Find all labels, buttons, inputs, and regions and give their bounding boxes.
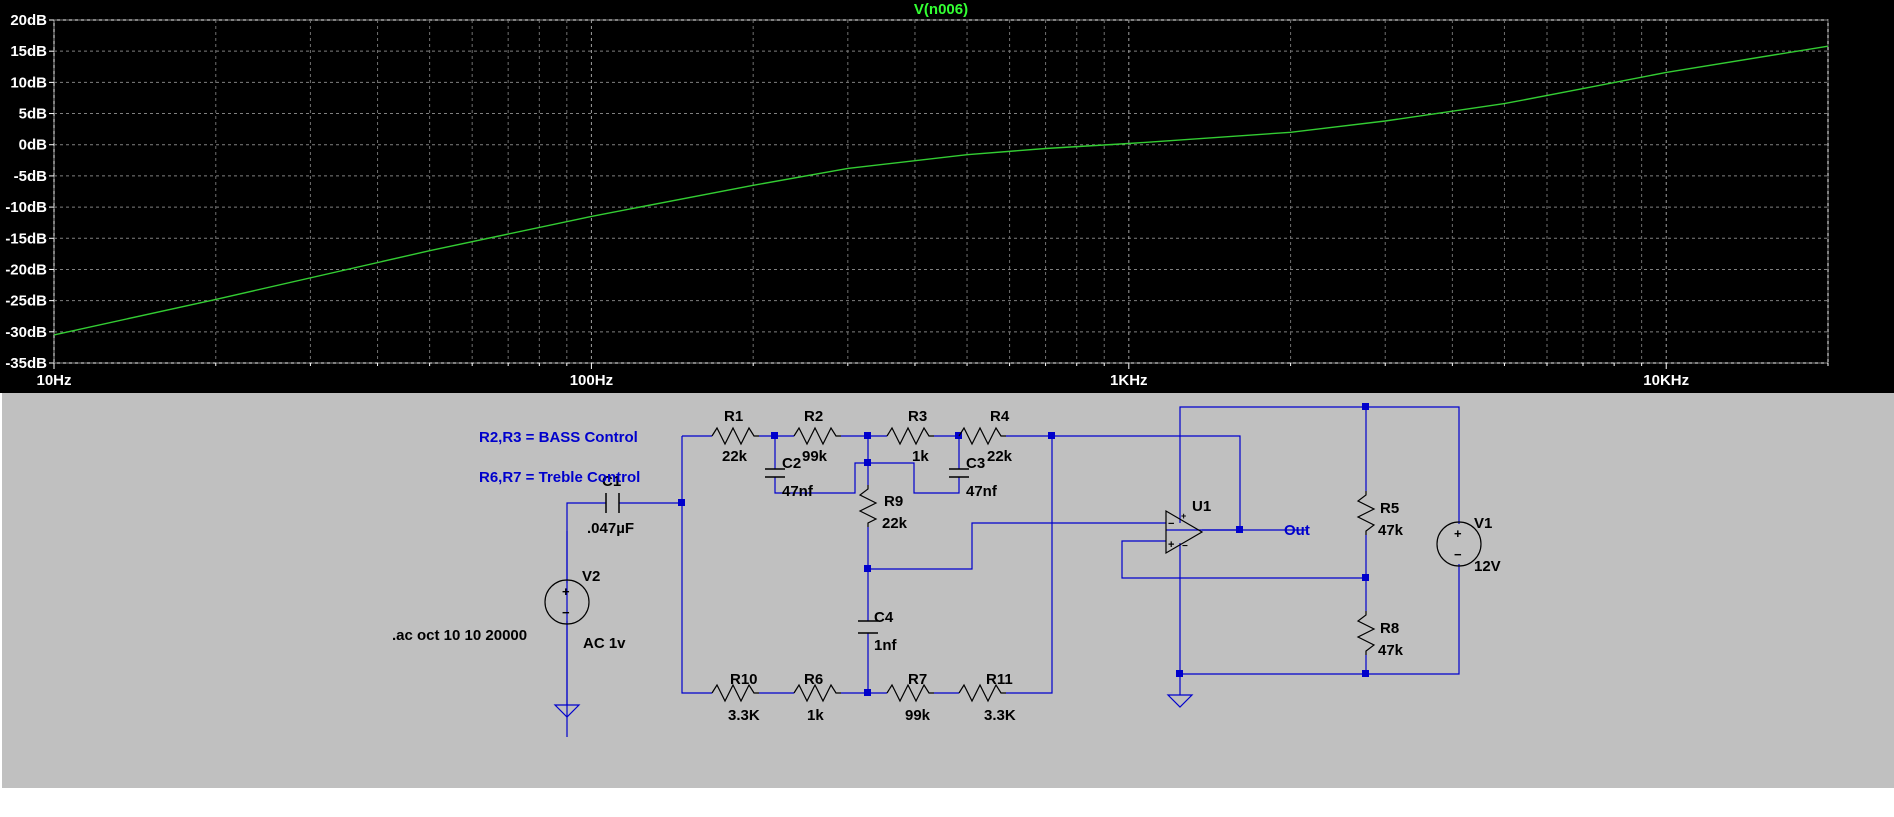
C4-symbol[interactable] bbox=[858, 620, 878, 634]
C3-value[interactable]: 47nf bbox=[966, 483, 998, 500]
waveform-plot-pane[interactable]: 20dB 15dB 10dB 5dB 0dB -5dB -10dB -15dB -20dB -25… bbox=[0, 0, 1894, 393]
V1-name[interactable]: V1 bbox=[1474, 515, 1492, 532]
R8-symbol[interactable] bbox=[1356, 611, 1376, 655]
y-tick-label: 15dB bbox=[10, 43, 47, 60]
V2-name[interactable]: V2 bbox=[582, 568, 600, 585]
C4-name[interactable]: C4 bbox=[874, 609, 894, 626]
x-tick-label: 1KHz bbox=[1110, 372, 1148, 389]
C1-name[interactable]: C1 bbox=[602, 473, 621, 490]
R9-name[interactable]: R9 bbox=[884, 493, 903, 510]
R10-value[interactable]: 3.3K bbox=[728, 707, 760, 724]
R2-value[interactable]: 99k bbox=[802, 448, 828, 465]
svg-text:−: − bbox=[1168, 518, 1174, 530]
ac-directive[interactable]: .ac oct 10 10 20000 bbox=[392, 627, 527, 644]
y-tick-label: -25dB bbox=[5, 293, 47, 310]
R6-name[interactable]: R6 bbox=[804, 671, 823, 688]
R3-symbol[interactable] bbox=[886, 426, 934, 446]
R7-name[interactable]: R7 bbox=[908, 671, 927, 688]
y-tick-label: -10dB bbox=[5, 199, 47, 216]
R8-value[interactable]: 47k bbox=[1378, 642, 1404, 659]
schematic-canvas[interactable]: − + + − + − + − R1 22k R2 99k R3 1k R4 2… bbox=[2, 393, 1894, 788]
U1-opamp-symbol[interactable]: − + + − bbox=[1165, 509, 1204, 555]
U1-name[interactable]: U1 bbox=[1192, 498, 1211, 515]
x-tick-label: 100Hz bbox=[570, 372, 613, 389]
R6-value[interactable]: 1k bbox=[807, 707, 824, 724]
y-axis-ticks: 20dB 15dB 10dB 5dB 0dB -5dB -10dB -15dB -20dB -25… bbox=[5, 12, 54, 372]
y-tick-label: -30dB bbox=[5, 324, 47, 341]
svg-text:+: + bbox=[1181, 511, 1186, 521]
out-net-label[interactable]: Out bbox=[1284, 522, 1310, 539]
x-tick-label: 10KHz bbox=[1643, 372, 1689, 389]
ground-icon bbox=[1166, 688, 1194, 708]
C1-value[interactable]: .047µF bbox=[587, 520, 634, 537]
y-tick-label: 20dB bbox=[10, 12, 47, 29]
R4-symbol[interactable] bbox=[958, 426, 1006, 446]
y-tick-label: 5dB bbox=[19, 106, 48, 123]
C4-value[interactable]: 1nf bbox=[874, 637, 898, 654]
R1-value[interactable]: 22k bbox=[722, 448, 748, 465]
V2-value[interactable]: AC 1v bbox=[583, 635, 626, 652]
x-tick-label: 10Hz bbox=[36, 372, 71, 389]
C3-name[interactable]: C3 bbox=[966, 455, 985, 472]
R8-name[interactable]: R8 bbox=[1380, 620, 1399, 637]
R10-name[interactable]: R10 bbox=[730, 671, 758, 688]
ground-symbols bbox=[553, 688, 1194, 718]
V1-value[interactable]: 12V bbox=[1474, 558, 1501, 575]
wires bbox=[566, 406, 1460, 737]
R11-name[interactable]: R11 bbox=[986, 671, 1013, 688]
R11-value[interactable]: 3.3K bbox=[984, 707, 1016, 724]
R7-value[interactable]: 99k bbox=[905, 707, 931, 724]
svg-text:−: − bbox=[1454, 547, 1462, 562]
ground-icon bbox=[553, 697, 581, 718]
plot-grid bbox=[53, 19, 1829, 364]
R2-symbol[interactable] bbox=[793, 426, 841, 446]
C2-value[interactable]: 47nf bbox=[782, 483, 814, 500]
bass-control-note[interactable]: R2,R3 = BASS Control bbox=[479, 429, 638, 446]
y-tick-label: -35dB bbox=[5, 355, 47, 372]
trace-title[interactable]: V(n006) bbox=[914, 1, 968, 18]
y-tick-label: 0dB bbox=[19, 137, 48, 154]
V1-source-symbol[interactable]: + − bbox=[1436, 521, 1482, 567]
bode-plot[interactable]: 20dB 15dB 10dB 5dB 0dB -5dB -10dB -15dB -20dB -25… bbox=[0, 0, 1894, 393]
svg-text:−: − bbox=[562, 605, 570, 620]
R5-symbol[interactable] bbox=[1356, 491, 1376, 535]
C1-symbol[interactable] bbox=[605, 493, 620, 513]
R3-name[interactable]: R3 bbox=[908, 408, 927, 425]
R9-symbol[interactable] bbox=[858, 485, 878, 527]
y-tick-label: -5dB bbox=[14, 168, 48, 185]
y-tick-label: -15dB bbox=[5, 230, 47, 247]
R9-value[interactable]: 22k bbox=[882, 515, 908, 532]
R4-name[interactable]: R4 bbox=[990, 408, 1010, 425]
svg-text:+: + bbox=[562, 584, 570, 599]
svg-text:−: − bbox=[1182, 541, 1188, 552]
R1-symbol[interactable] bbox=[711, 426, 759, 446]
R10-symbol[interactable] bbox=[711, 683, 759, 703]
svg-text:+: + bbox=[1454, 526, 1462, 541]
y-tick-label: -20dB bbox=[5, 261, 47, 278]
R1-name[interactable]: R1 bbox=[724, 408, 743, 425]
R5-value[interactable]: 47k bbox=[1378, 522, 1404, 539]
plot-frame bbox=[53, 19, 1829, 364]
R3-value[interactable]: 1k bbox=[912, 448, 929, 465]
R6-symbol[interactable] bbox=[793, 683, 841, 703]
R7-symbol[interactable] bbox=[886, 683, 934, 703]
svg-text:+: + bbox=[1168, 539, 1174, 551]
junctions bbox=[678, 403, 1369, 696]
treble-control-note[interactable]: R6,R7 = Treble Control bbox=[479, 469, 640, 486]
y-tick-label: 10dB bbox=[10, 74, 47, 91]
V2-source-symbol[interactable]: + − bbox=[544, 579, 590, 625]
resistor-symbols bbox=[711, 426, 1376, 703]
R11-symbol[interactable] bbox=[958, 683, 1006, 703]
schematic-pane[interactable]: − + + − + − + − R1 22k R2 99k R3 1k R4 2… bbox=[2, 393, 1894, 788]
R5-name[interactable]: R5 bbox=[1380, 500, 1399, 517]
C2-symbol[interactable] bbox=[765, 468, 785, 478]
C3-symbol[interactable] bbox=[949, 468, 969, 478]
x-axis-ticks: 10Hz 100Hz 1KHz 10KHz bbox=[36, 363, 1829, 389]
C2-name[interactable]: C2 bbox=[782, 455, 801, 472]
capacitor-symbols bbox=[605, 468, 969, 634]
R2-name[interactable]: R2 bbox=[804, 408, 823, 425]
R4-value[interactable]: 22k bbox=[987, 448, 1013, 465]
trace-v-n006[interactable] bbox=[53, 45, 1829, 336]
